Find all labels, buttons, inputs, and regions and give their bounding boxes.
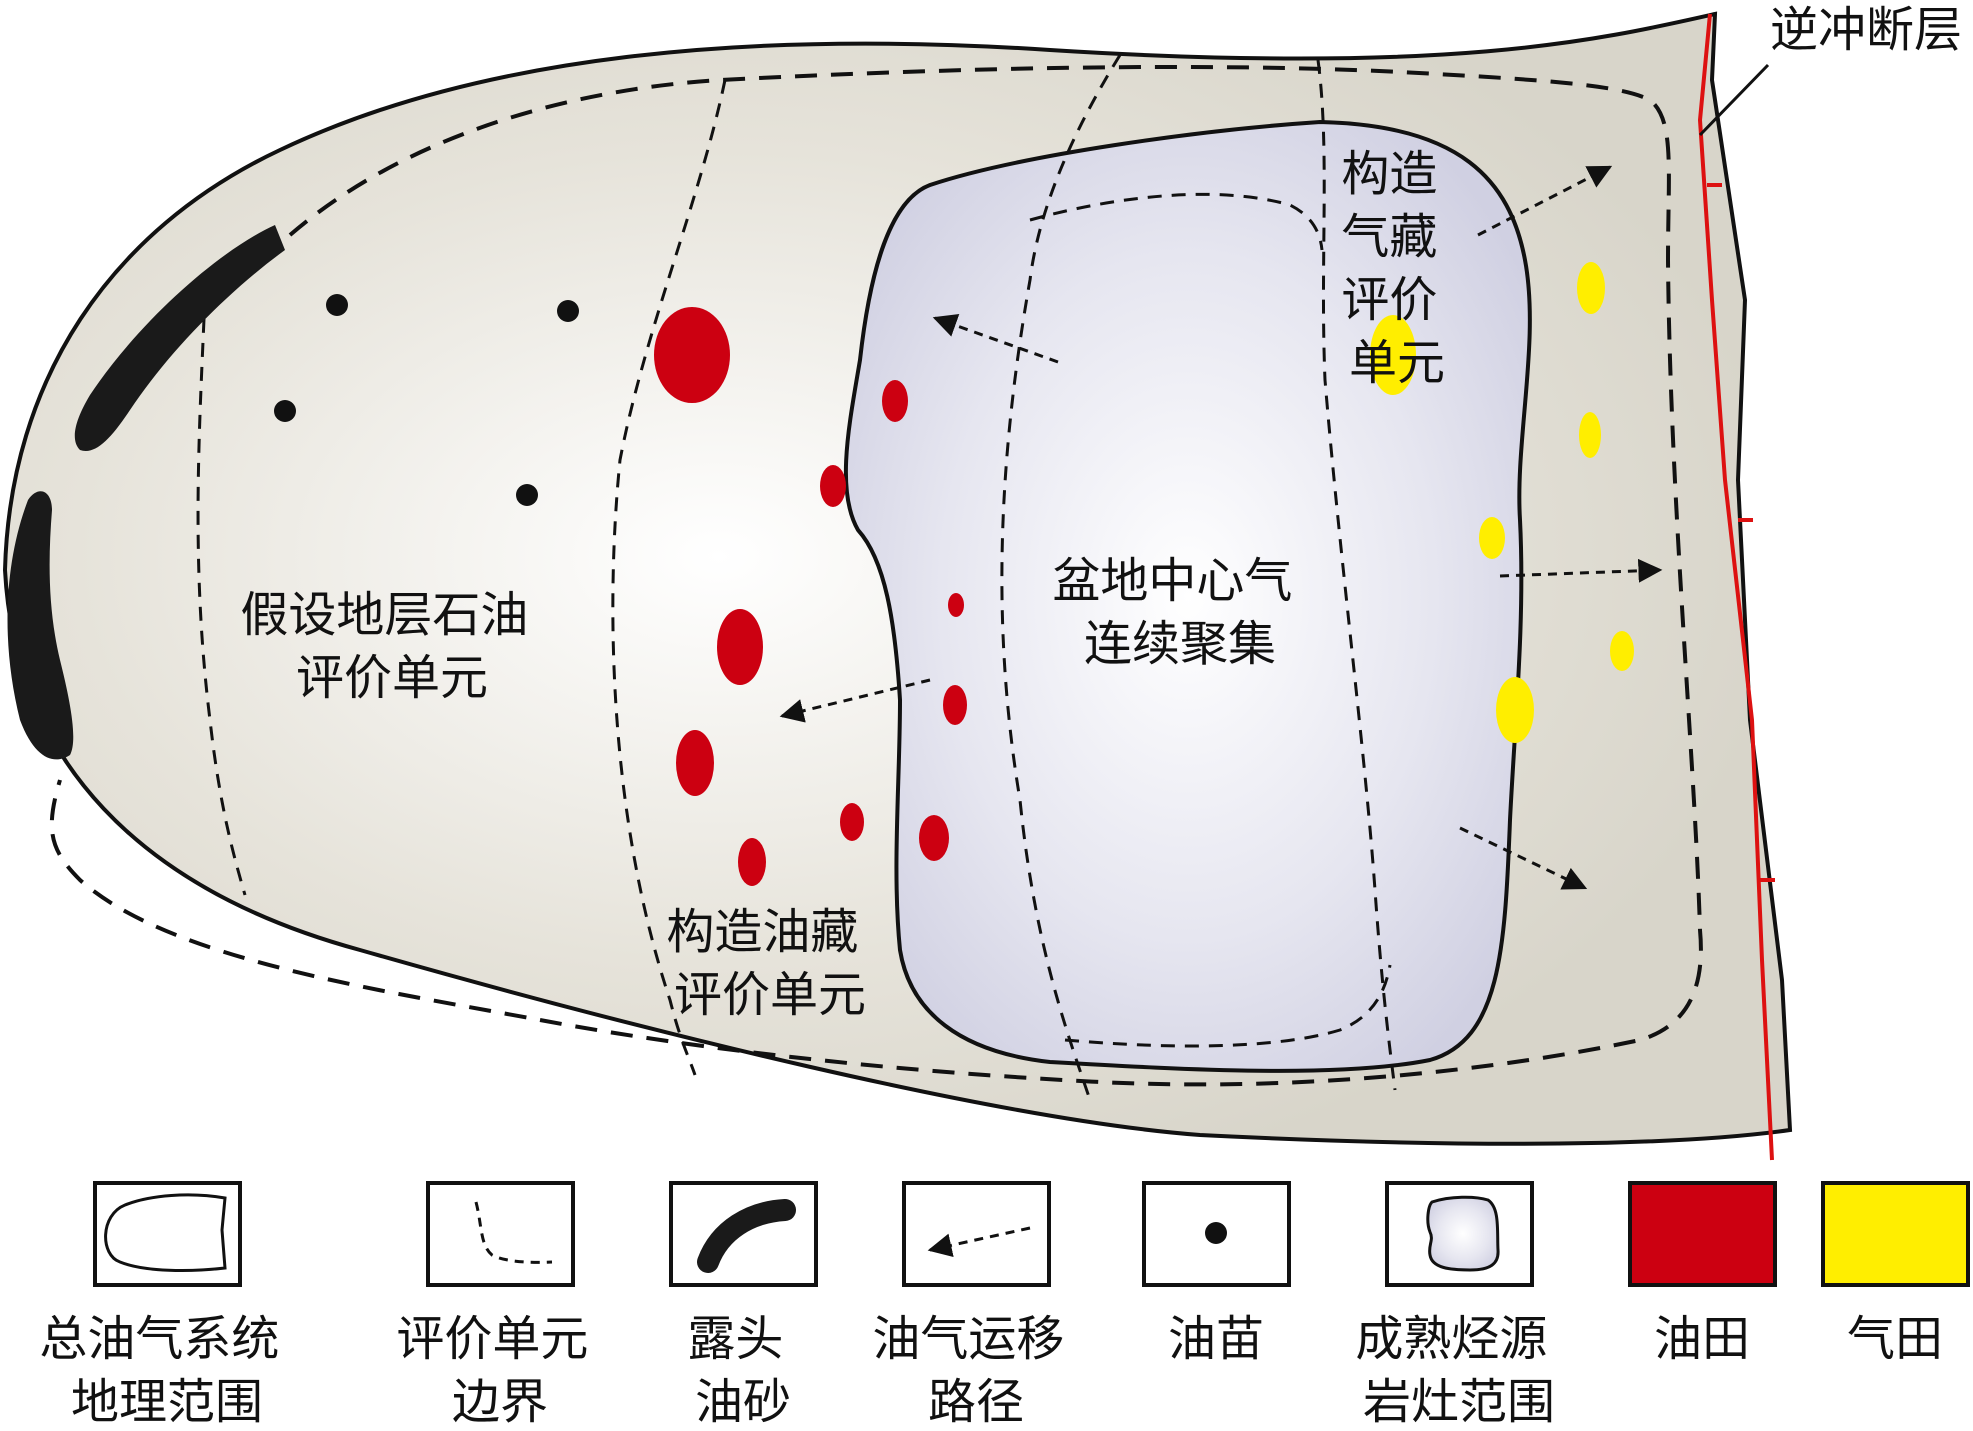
- legend-source-kitchen-symbol: [1426, 1195, 1500, 1272]
- unit-boundary-1: [196, 294, 247, 896]
- oil-field: [882, 380, 908, 422]
- migration-arrow: [932, 313, 1059, 364]
- oil-field: [654, 307, 730, 403]
- oil-seep: [557, 300, 579, 322]
- oil-field: [738, 838, 766, 886]
- hypothetical-oil-unit-label: 假设地层石油 评价单元: [240, 587, 543, 706]
- oil-field: [948, 593, 964, 617]
- gas-field: [1577, 262, 1605, 314]
- oil-field: [919, 815, 949, 861]
- legend-migration-symbol: [927, 1226, 1031, 1258]
- legend-oil-seep-symbol: [1205, 1222, 1227, 1244]
- structural-oil-unit-label: 构造油藏 评价单元: [666, 904, 873, 1023]
- legend-label-oil-field: 油田: [1654, 1311, 1750, 1367]
- gas-field: [1579, 412, 1601, 458]
- oil-field: [717, 609, 763, 685]
- total-system-boundary: [49, 64, 1703, 1087]
- migration-arrow: [1459, 826, 1588, 890]
- oil-field: [820, 465, 846, 507]
- gas-field: [1479, 517, 1505, 559]
- oil-seep: [274, 400, 296, 422]
- oil-field: [676, 730, 714, 796]
- thrust-fault-label: 逆冲断层: [1770, 2, 1962, 58]
- unit-boundary-6: [1064, 964, 1392, 1048]
- legend-box-gas-field: [1821, 1181, 1970, 1287]
- legend-label-migration: 油气运移 路径: [872, 1311, 1079, 1430]
- outcrop-sand-1: [74, 225, 285, 451]
- legend-petroleum-system-symbol: [104, 1193, 227, 1272]
- legend-outcrop-sand-symbol: [697, 1199, 796, 1273]
- legend-label-unit-boundary: 评价单元 边界: [396, 1311, 603, 1430]
- legend-label-gas-field: 气田: [1847, 1311, 1943, 1367]
- legend-label-source-kitchen: 成熟烃源 岩灶范围: [1355, 1311, 1562, 1430]
- gas-field: [1610, 631, 1634, 671]
- legend-label-oil-seep: 油苗: [1168, 1311, 1264, 1367]
- legend-label-outcrop-sand: 露头 油砂: [687, 1311, 798, 1430]
- legend-unit-boundary-symbol: [474, 1201, 553, 1264]
- unit-boundary-2: [611, 79, 727, 1076]
- oil-seep: [516, 484, 538, 506]
- gas-field: [1370, 315, 1416, 395]
- thrust-fault-line: [1697, 13, 1774, 1161]
- legend-label-petroleum-system: 总油气系统 地理范围: [39, 1311, 294, 1430]
- oil-field: [943, 685, 967, 725]
- migration-arrow: [1477, 165, 1613, 237]
- migration-arrow: [1499, 558, 1663, 583]
- unit-boundary-5: [1029, 192, 1324, 251]
- structural-gas-unit-label: 构造 气藏 评价 单元: [1341, 146, 1452, 391]
- basin-center-gas-label: 盆地中心气 连续聚集: [1052, 553, 1307, 672]
- unit-boundary-4: [1316, 59, 1397, 1091]
- outcrop-sand-2: [7, 491, 74, 760]
- oil-seep: [326, 294, 348, 316]
- legend: [93, 1181, 1970, 1287]
- unit-boundary-3: [1000, 54, 1122, 1101]
- legend-box-unit-boundary: [426, 1181, 575, 1287]
- fault-pointer: [1698, 63, 1770, 137]
- gas-field: [1496, 677, 1534, 743]
- legend-box-oil-seep: [1142, 1181, 1291, 1287]
- legend-box-migration: [902, 1181, 1051, 1287]
- legend-box-oil-field: [1628, 1181, 1777, 1287]
- oil-field: [840, 803, 864, 841]
